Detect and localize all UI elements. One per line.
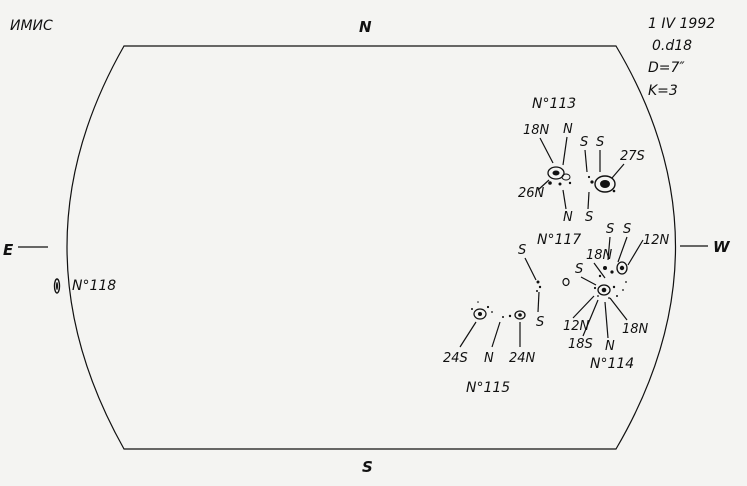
sunspot	[562, 277, 570, 287]
polarity-label: 18N	[622, 322, 649, 337]
sunspot	[597, 284, 611, 296]
polarity-label: S	[580, 135, 588, 150]
sunspot	[53, 278, 61, 294]
polarity-label: S	[518, 243, 526, 258]
group-label: N°118	[72, 278, 116, 294]
polarity-label: S	[575, 262, 583, 277]
polarity-label: 12N	[563, 319, 590, 334]
polarity-label: N	[605, 339, 615, 354]
polarity-label: 18N	[586, 248, 613, 263]
polarity-label: S	[606, 222, 614, 237]
east-label: E	[3, 241, 14, 259]
group-label: N°115	[466, 380, 510, 396]
sunspot	[547, 166, 565, 180]
polarity-label: 24S	[443, 351, 468, 366]
polarity-label: S	[596, 135, 604, 150]
north-label: N	[359, 18, 372, 36]
group-114: N°114 S S S 18N 12N 18S N 18N	[563, 222, 649, 372]
solar-disk-outline	[66, 45, 677, 450]
observation-diameter: D=7″	[648, 60, 685, 76]
sunspot	[552, 170, 560, 176]
sunspot	[600, 180, 610, 188]
group-118: N°118	[53, 278, 116, 294]
polarity-label: 12N	[643, 233, 670, 248]
observatory-label: ИМИС	[10, 18, 53, 34]
group-label: N°113	[532, 96, 576, 112]
polarity-label: 18S	[568, 337, 593, 352]
sunspot	[594, 175, 616, 193]
polarity-label: S	[536, 315, 544, 330]
group-label: N°114	[590, 356, 634, 372]
sunspot	[473, 308, 487, 320]
observation-k: K=3	[648, 83, 678, 99]
polarity-label: 27S	[620, 149, 645, 164]
observation-date: 1 IV 1992	[648, 16, 715, 32]
polarity-label: N	[563, 122, 573, 137]
west-label: W	[713, 238, 731, 256]
polarity-label: S	[585, 210, 593, 225]
group-115: N°115 24S N 24N	[443, 301, 536, 396]
polarity-label: 24N	[509, 351, 536, 366]
group-label: N°117	[537, 232, 581, 248]
sunspot	[561, 173, 571, 181]
polarity-label: N	[563, 210, 573, 225]
observation-time: 0.d18	[652, 38, 692, 54]
group-113: N°113 18N N S S 27S 26N N S	[518, 96, 645, 225]
polarity-label: S	[623, 222, 631, 237]
group-117: N°117 S S 12N	[518, 232, 670, 330]
sunspot	[514, 310, 526, 320]
polarity-label: N	[484, 351, 494, 366]
sunspot	[616, 261, 628, 275]
polarity-label: 18N	[523, 123, 550, 138]
south-label: S	[362, 458, 373, 476]
